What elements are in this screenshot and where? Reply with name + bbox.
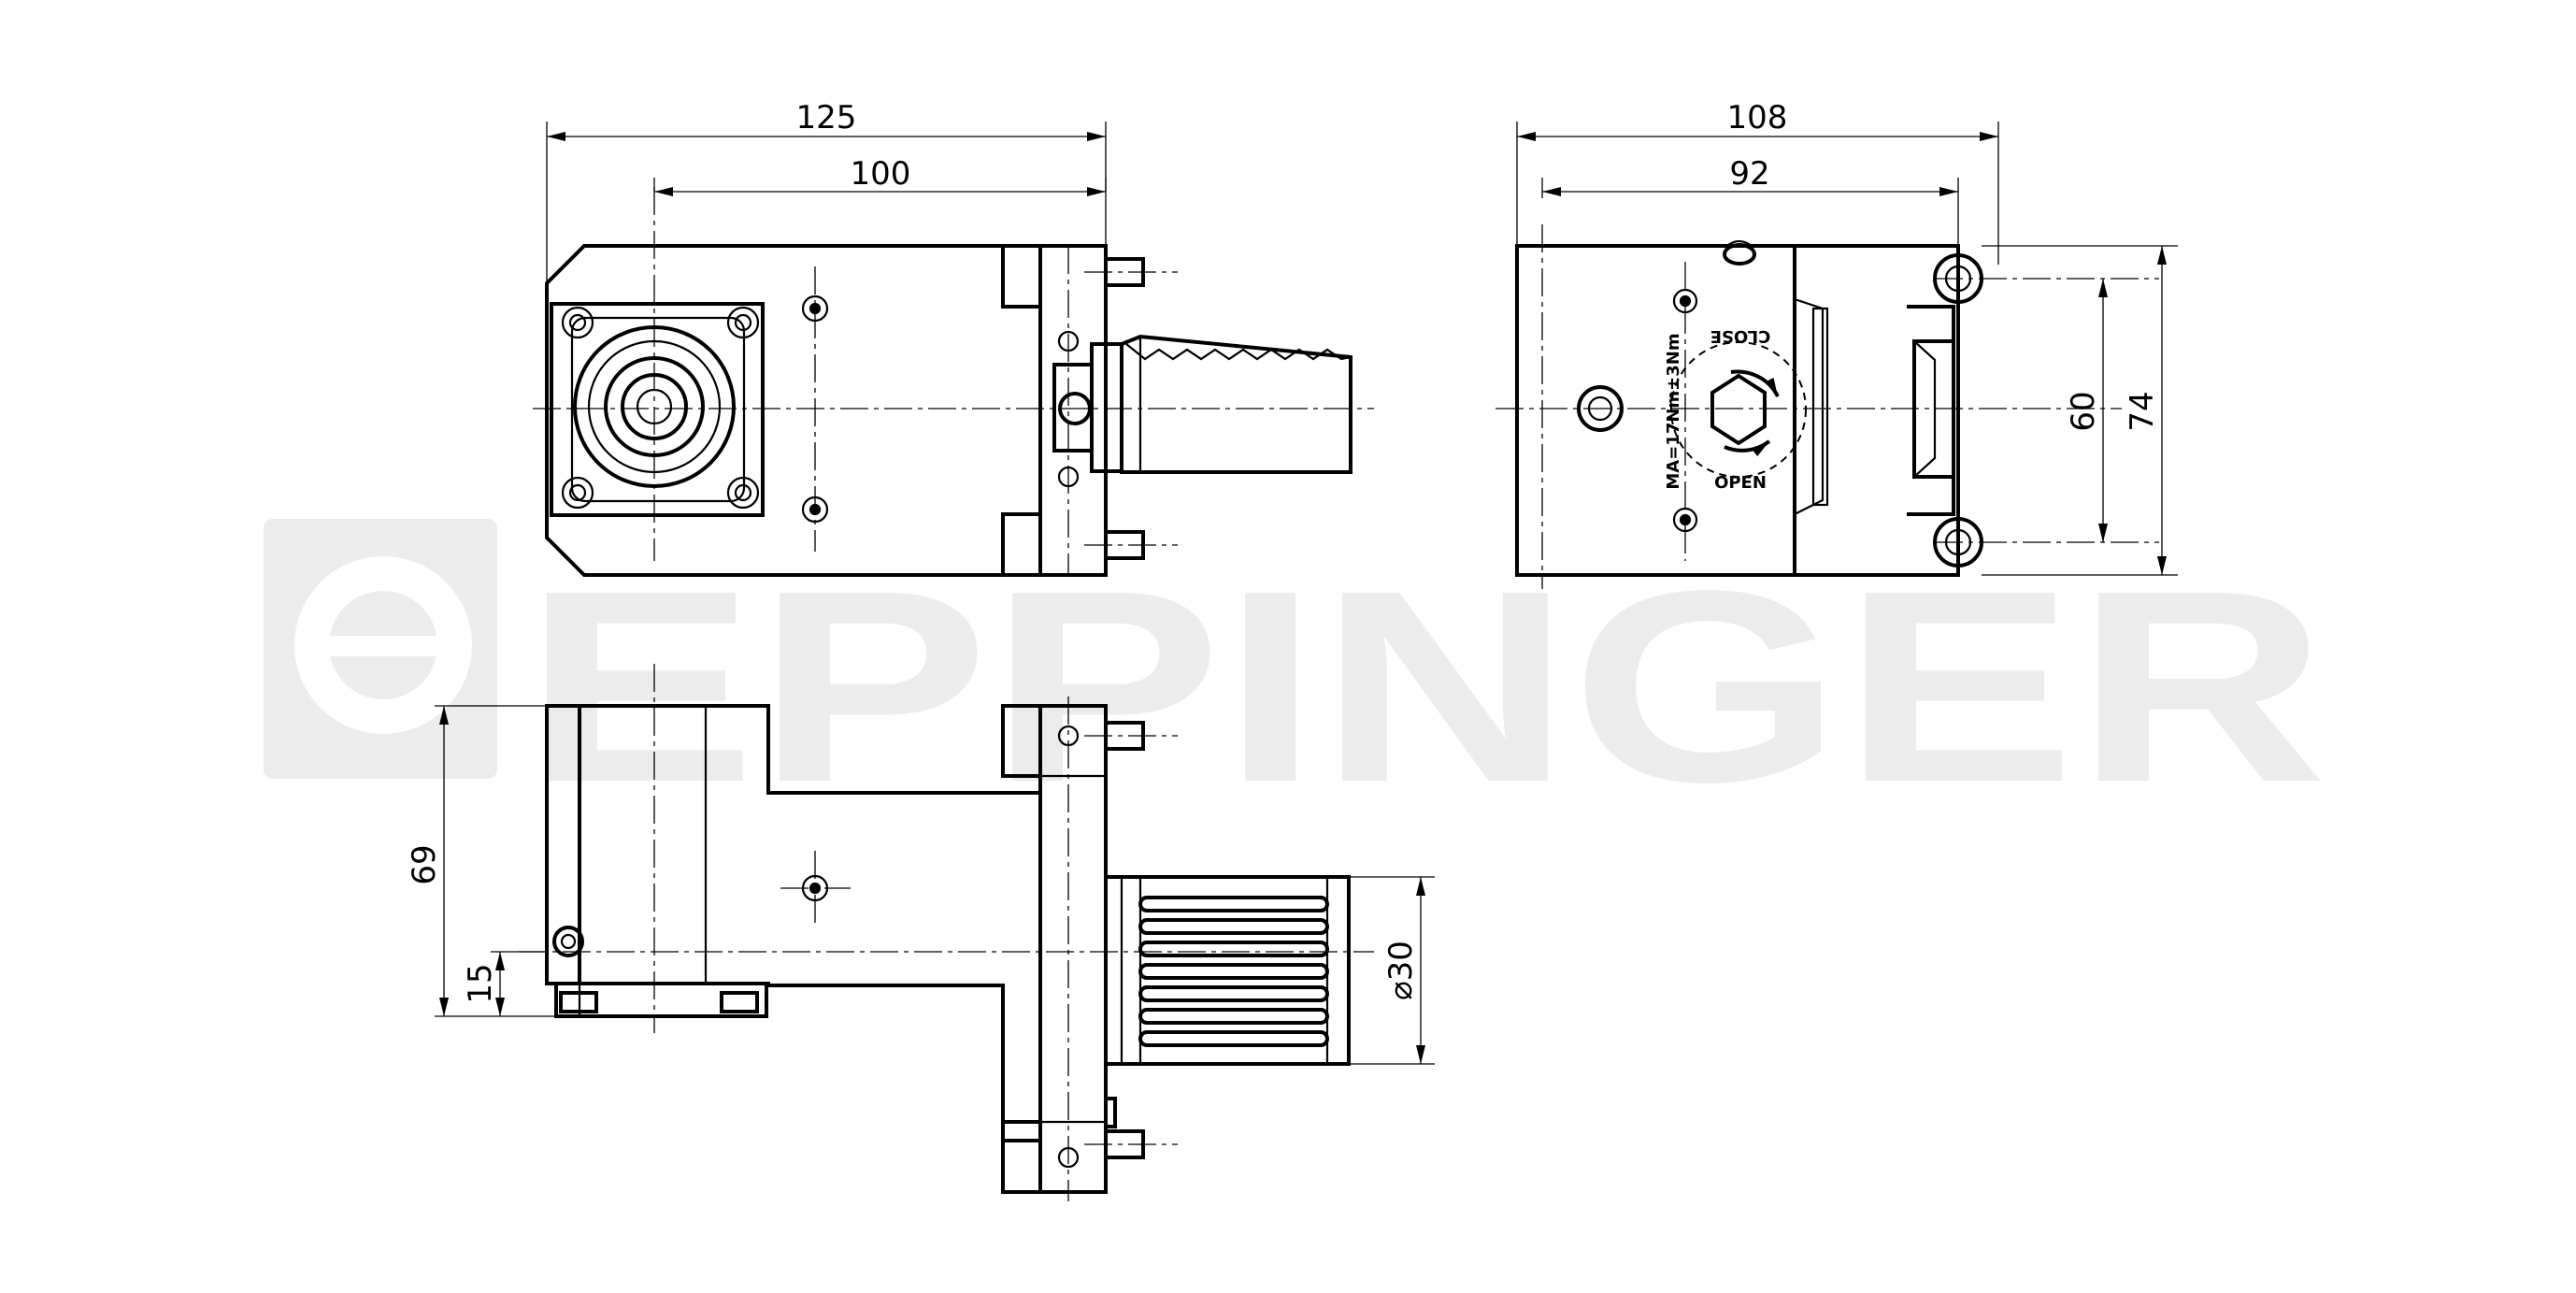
dim-69: 69 (406, 844, 443, 884)
front-view: 125 100 (533, 99, 1374, 577)
dim-100: 100 (851, 155, 911, 193)
dim-108: 108 (1727, 99, 1788, 136)
dim-15: 15 (462, 963, 499, 1003)
dim-92: 92 (1729, 155, 1769, 193)
watermark-text: EPPINGER (523, 534, 2327, 839)
dim-60: 60 (2065, 391, 2102, 431)
dim-74: 74 (2124, 391, 2161, 431)
dim-125: 125 (796, 99, 857, 136)
top-view: 69 15 ⌀30 (406, 664, 1435, 1201)
close-label: CLOSE (1710, 326, 1771, 346)
shank-thread (1138, 896, 1329, 1047)
open-label: OPEN (1714, 473, 1767, 493)
eppinger-watermark: EPPINGER (264, 519, 2327, 839)
dim-diameter-30: ⌀30 (1382, 941, 1420, 1000)
side-view: CLOSE OPEN MA=17Nm±3Nm 108 92 60 74 (1496, 99, 2178, 589)
torque-label: MA=17Nm±3Nm (1664, 333, 1683, 489)
